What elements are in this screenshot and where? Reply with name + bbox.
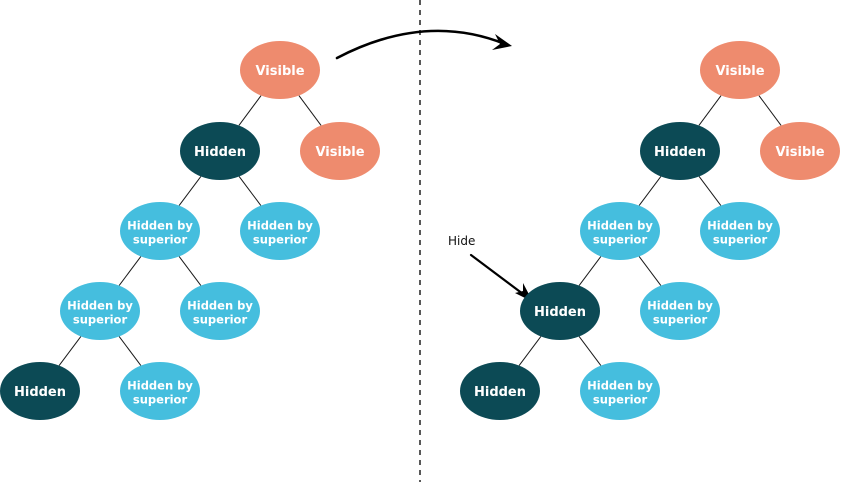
node-label: Visible xyxy=(255,64,304,79)
tree-edge xyxy=(118,256,142,286)
node-ellipse xyxy=(60,282,140,340)
tree-edge xyxy=(178,256,202,286)
node-ellipse xyxy=(240,41,320,99)
tree-node-hidden[interactable]: Hidden xyxy=(180,122,260,180)
tree-edge xyxy=(578,256,602,286)
node-ellipse xyxy=(700,202,780,260)
node-label: Hidden xyxy=(194,145,246,160)
tree-edge xyxy=(638,176,662,206)
node-ellipse xyxy=(580,362,660,420)
tree-edge xyxy=(238,95,262,126)
tree-node-visible[interactable]: Visible xyxy=(300,122,380,180)
tree-edge xyxy=(698,176,722,206)
tree-node-hidden[interactable]: Hidden xyxy=(520,282,600,340)
tree-edge xyxy=(238,176,262,206)
tree-edge xyxy=(178,176,202,206)
node-ellipse xyxy=(0,362,80,420)
tree-node-visible[interactable]: Visible xyxy=(760,122,840,180)
hide-arrow-icon xyxy=(469,253,533,302)
node-ellipse xyxy=(240,202,320,260)
node-label: Visible xyxy=(775,145,824,160)
tree-edge xyxy=(118,336,142,366)
node-ellipse xyxy=(120,202,200,260)
node-label: Hidden xyxy=(654,145,706,160)
tree-edge xyxy=(698,95,722,126)
tree-node-hidden[interactable]: Hidden xyxy=(640,122,720,180)
tree-edge xyxy=(758,95,782,126)
node-ellipse xyxy=(640,282,720,340)
node-ellipse xyxy=(700,41,780,99)
node-ellipse xyxy=(460,362,540,420)
left-tree-edges xyxy=(58,95,322,366)
tree-node-hidden[interactable]: Hidden xyxy=(0,362,80,420)
node-label: Visible xyxy=(715,64,764,79)
tree-edge xyxy=(58,336,82,366)
hide-annotation: Hide xyxy=(448,234,533,302)
node-ellipse xyxy=(180,122,260,180)
node-ellipse xyxy=(760,122,840,180)
tree-edge xyxy=(638,256,662,286)
node-label: Hidden xyxy=(534,305,586,320)
tree-node-visible[interactable]: Visible xyxy=(240,41,320,99)
tree-edge xyxy=(298,95,322,126)
transform-arrow-icon xyxy=(335,29,512,60)
node-label: Hidden xyxy=(474,385,526,400)
right-tree-edges xyxy=(518,95,782,366)
tree-node-hidden[interactable]: Hidden xyxy=(460,362,540,420)
node-label: Hidden xyxy=(14,385,66,400)
node-label: Visible xyxy=(315,145,364,160)
tree-edge xyxy=(518,336,542,366)
node-ellipse xyxy=(580,202,660,260)
node-ellipse xyxy=(520,282,600,340)
node-ellipse xyxy=(120,362,200,420)
tree-node-visible[interactable]: Visible xyxy=(700,41,780,99)
tree-edge xyxy=(578,336,602,366)
node-ellipse xyxy=(180,282,260,340)
node-ellipse xyxy=(640,122,720,180)
node-ellipse xyxy=(300,122,380,180)
hide-label: Hide xyxy=(448,234,475,248)
